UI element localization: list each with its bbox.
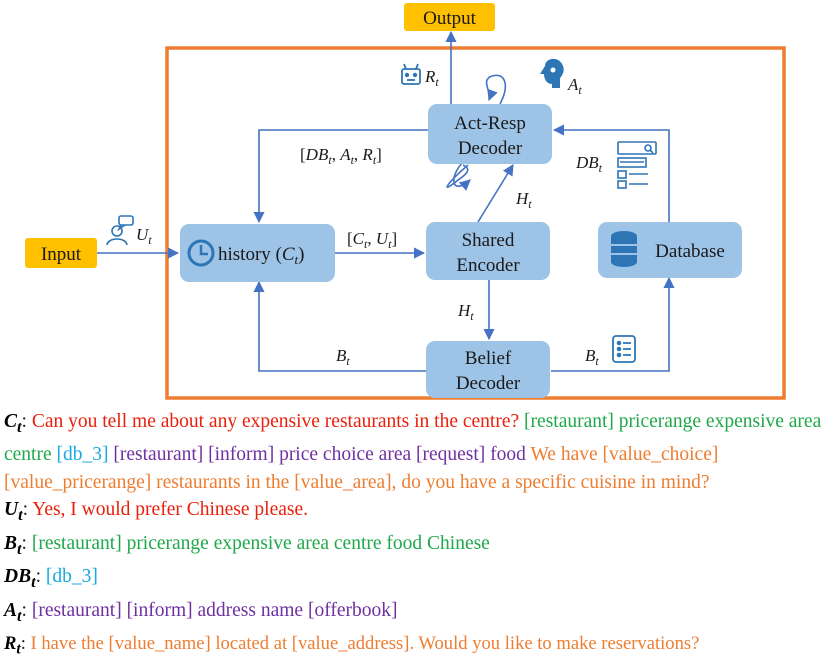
brain-icon	[540, 58, 564, 88]
h-t-bottom-label: Ht	[457, 301, 474, 323]
belief-decoder-line2: Decoder	[456, 373, 521, 394]
shared-encoder-line2: Encoder	[456, 255, 520, 276]
output-label: Output	[423, 8, 477, 29]
caption-db-line: DBt: [db_3]	[4, 566, 98, 592]
caption-r-line: Rt: I have the [value_name] located at […	[4, 632, 700, 658]
r-t-label: Rt	[424, 67, 439, 89]
output-box	[404, 3, 495, 31]
caption-c-line: Ct: Can you tell me about any expensive …	[4, 411, 822, 493]
act-resp-line2: Decoder	[458, 138, 523, 159]
history-label: history (Ct)	[218, 244, 305, 267]
arrows	[97, 30, 675, 372]
a-t-label: At	[567, 75, 582, 97]
db-t-label: DBt	[575, 153, 603, 175]
architecture-diagram: Output Input Act-Resp Decoder Shared Enc…	[25, 3, 786, 400]
database-icon	[611, 231, 637, 267]
shared-encoder-box	[426, 222, 550, 280]
database-label: Database	[655, 241, 725, 262]
h-t-top-label: Ht	[515, 189, 532, 211]
input-label: Input	[41, 244, 82, 265]
b-t-left-label: Bt	[336, 346, 350, 368]
caption-u-line: Ut: Yes, I would prefer Chinese please.	[4, 499, 309, 525]
feedback-label: [DBt, At, Rt]	[300, 145, 382, 167]
db-table-icon	[617, 141, 657, 189]
clock-icon	[187, 239, 215, 267]
caption-a-line: At: [restaurant] [inform] address name […	[4, 599, 398, 625]
caption-b-line: Bt: [restaurant] pricerange expensive ar…	[4, 532, 490, 558]
u-t-label: Ut	[136, 225, 152, 247]
act-resp-decoder-box	[428, 104, 552, 164]
act-resp-line1: Act-Resp	[454, 113, 526, 134]
input-box	[25, 238, 97, 268]
belief-decoder-line1: Belief	[465, 348, 512, 369]
context-label: [Ct, Ut]	[347, 229, 397, 251]
shared-encoder-line1: Shared	[462, 230, 515, 251]
b-t-right-label: Bt	[585, 346, 599, 368]
user-speech-icon	[106, 215, 134, 246]
belief-decoder-box	[426, 341, 550, 398]
example-caption: Ct: Can you tell me about any expensive …	[4, 408, 831, 663]
history-box	[180, 224, 335, 282]
robot-icon	[401, 63, 421, 85]
list-icon	[612, 335, 636, 363]
